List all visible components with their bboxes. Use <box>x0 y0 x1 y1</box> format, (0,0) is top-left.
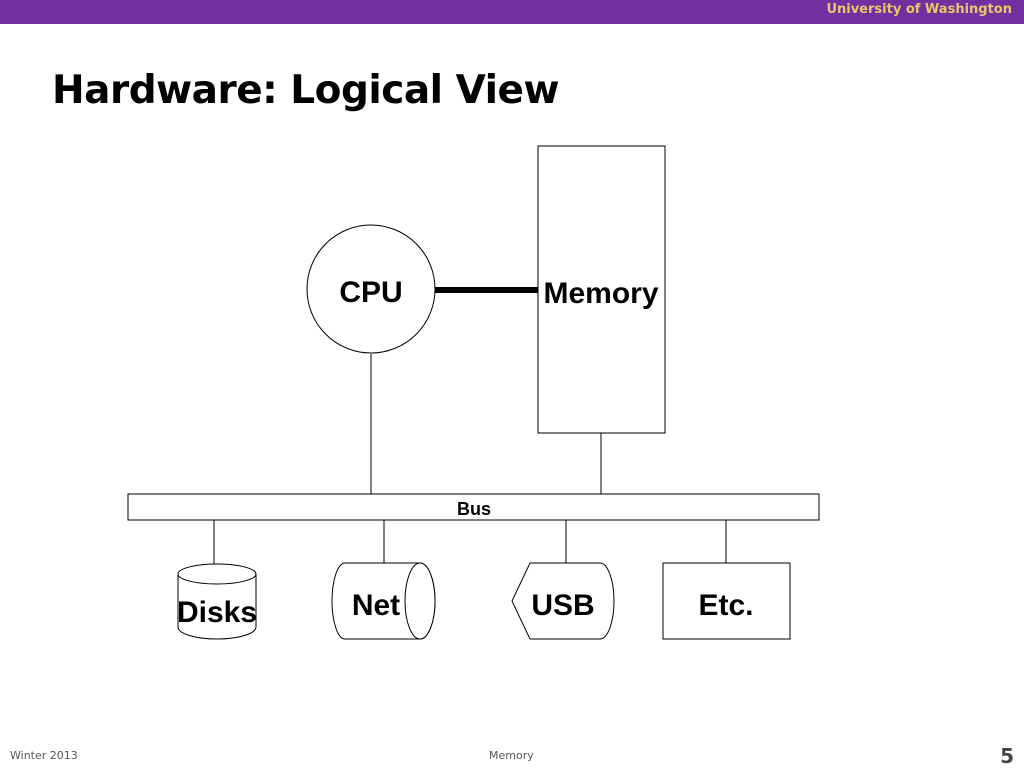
etc-label: Etc. <box>698 589 753 622</box>
usb-device: USB <box>511 562 615 640</box>
cpu-label: CPU <box>339 276 402 309</box>
footer-topic: Memory <box>489 749 534 762</box>
disks-label: Disks <box>177 596 257 629</box>
header-bar: University of Washington <box>0 0 1024 24</box>
memory-label: Memory <box>543 277 658 310</box>
usb-label: USB <box>531 589 594 622</box>
net-label: Net <box>352 589 400 622</box>
slide-title: Hardware: Logical View <box>52 68 559 113</box>
footer-term: Winter 2013 <box>10 749 78 762</box>
cpu-node: CPU <box>306 224 436 354</box>
disks-device: Disks <box>177 563 257 640</box>
bus-label: Bus <box>457 499 491 519</box>
bus-bar: Bus <box>127 493 820 521</box>
page-number: 5 <box>1000 744 1014 768</box>
net-device: Net <box>331 562 436 640</box>
etc-device: Etc. <box>662 562 791 640</box>
institution-name: University of Washington <box>826 2 1012 17</box>
memory-block: Memory <box>537 145 666 434</box>
